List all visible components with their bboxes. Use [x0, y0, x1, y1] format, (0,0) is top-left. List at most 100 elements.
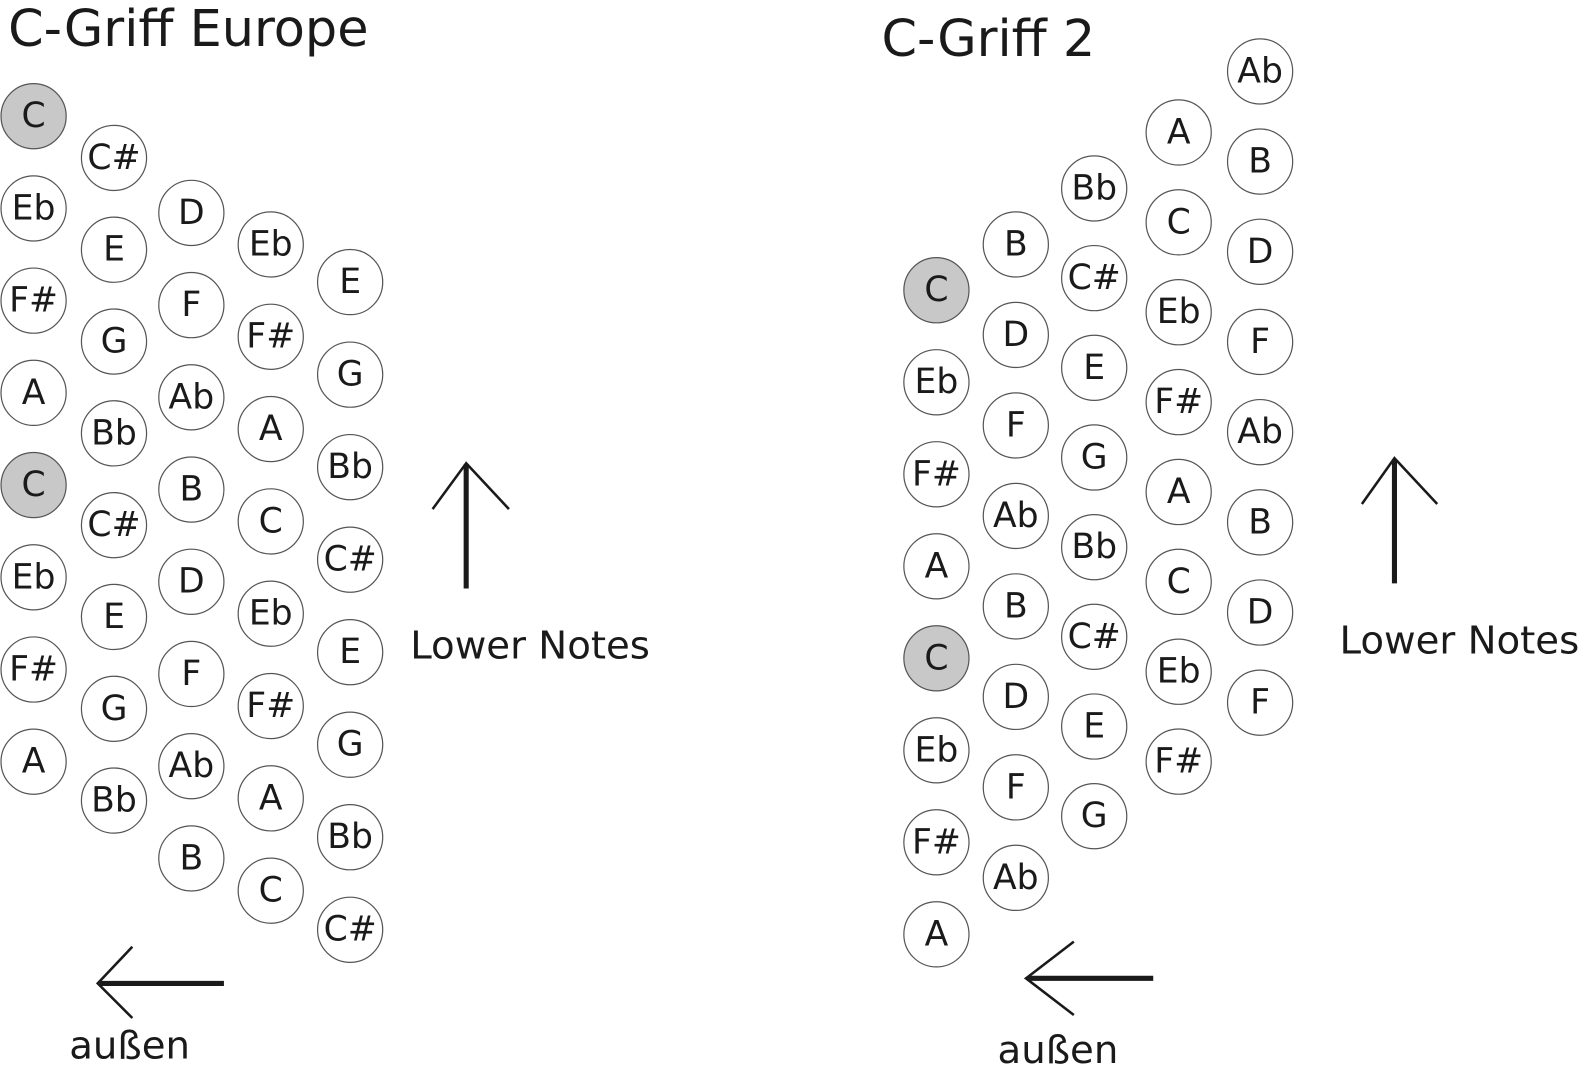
- note-circle: [982, 573, 1050, 640]
- note-button: E: [316, 619, 384, 686]
- note-label: F#: [912, 454, 961, 494]
- note-button: D: [982, 663, 1050, 731]
- note-circle: [80, 400, 148, 467]
- note-circle: [1061, 782, 1128, 850]
- note-label: Ab: [993, 496, 1039, 536]
- note-button: E: [316, 248, 384, 316]
- note-circle: [1145, 99, 1212, 166]
- note-button: Eb: [237, 580, 304, 647]
- note-button: G: [316, 341, 384, 408]
- note-button: D: [158, 179, 225, 247]
- note-circle: [1061, 424, 1128, 491]
- up-arrow-icon: [431, 461, 510, 589]
- note-circle: [158, 825, 225, 892]
- note-label: C#: [1068, 617, 1121, 657]
- note-button: F: [982, 392, 1050, 459]
- left-arrow-icon: [1023, 940, 1154, 1016]
- note-button: C: [0, 83, 67, 150]
- note-circle: [903, 257, 970, 324]
- note-label: C#: [87, 505, 140, 545]
- note-button: G: [80, 308, 148, 375]
- note-button: D: [1226, 579, 1294, 646]
- note-circle: [1061, 155, 1128, 222]
- note-label: D: [1003, 677, 1030, 717]
- note-circle: [1226, 38, 1294, 105]
- note-label: A: [22, 373, 46, 413]
- note-circle: [80, 216, 148, 283]
- note-circle: [80, 308, 148, 375]
- diagram-title: C-Griff 2: [881, 10, 1095, 69]
- note-circle: [1061, 693, 1128, 760]
- note-label: C: [22, 96, 46, 136]
- note-circle: [237, 303, 304, 370]
- lower-notes-label: Lower Notes: [410, 624, 650, 669]
- note-label: E: [339, 632, 361, 672]
- note-label: Eb: [12, 557, 56, 597]
- note-circle: [1226, 398, 1294, 466]
- note-button: A: [0, 359, 67, 427]
- note-button: F#: [237, 303, 304, 370]
- diagram-c-griff-europe: C-Griff Europe CEbF#ACEbF#AC#EGBbC#EGBbD…: [0, 0, 650, 1066]
- note-button: F#: [1145, 368, 1212, 436]
- note-circle: [237, 211, 304, 278]
- note-button: E: [80, 583, 148, 651]
- note-label: Ab: [1237, 412, 1283, 452]
- note-circle: [1226, 308, 1294, 376]
- note-button: F: [1226, 669, 1294, 736]
- note-button: D: [1226, 218, 1294, 285]
- note-button: E: [1061, 334, 1128, 401]
- note-button: Ab: [1226, 38, 1294, 105]
- note-circle: [1145, 368, 1212, 436]
- note-label: F#: [1154, 742, 1203, 782]
- note-button: C#: [1061, 244, 1128, 312]
- note-circle: [1061, 334, 1128, 401]
- note-label: Eb: [249, 594, 293, 634]
- note-button: Ab: [982, 844, 1050, 912]
- note-label: F: [1250, 683, 1270, 723]
- note-circle: [158, 364, 225, 431]
- note-button: Ab: [158, 364, 225, 431]
- note-label: A: [925, 546, 949, 586]
- note-label: A: [259, 778, 283, 818]
- note-label: A: [925, 914, 949, 954]
- lower-notes-label: Lower Notes: [1340, 619, 1580, 664]
- note-circle: [903, 901, 970, 968]
- note-button: Eb: [903, 717, 970, 784]
- note-circle: [316, 433, 384, 501]
- note-circle: [316, 896, 384, 963]
- note-label: F: [1006, 767, 1026, 807]
- note-label: Bb: [91, 781, 137, 821]
- note-button: A: [237, 395, 304, 463]
- note-circle: [158, 640, 225, 708]
- note-label: G: [337, 725, 364, 765]
- note-circle: [316, 619, 384, 686]
- note-button: A: [903, 533, 970, 600]
- note-button: A: [903, 901, 970, 968]
- note-label: E: [103, 597, 125, 637]
- note-button: F#: [237, 672, 304, 740]
- note-label: Bb: [327, 447, 373, 487]
- note-button: Bb: [80, 767, 148, 834]
- note-label: F#: [9, 649, 58, 689]
- note-button: F#: [0, 267, 67, 334]
- note-button: F#: [0, 636, 67, 703]
- note-circle: [0, 83, 67, 150]
- note-circle: [1061, 244, 1128, 312]
- note-button: C: [1145, 548, 1212, 616]
- note-label: B: [179, 470, 203, 510]
- note-button: B: [982, 211, 1050, 278]
- note-label: Ab: [993, 858, 1039, 898]
- note-circle: [1145, 728, 1212, 795]
- up-arrow-icon: [1360, 456, 1439, 584]
- note-button: B: [1226, 489, 1294, 556]
- note-label: Eb: [1157, 292, 1201, 332]
- note-button: B: [158, 456, 225, 523]
- note-button: Bb: [316, 804, 384, 871]
- note-label: C#: [1068, 258, 1121, 298]
- note-button: F#: [903, 441, 970, 508]
- note-button: B: [1226, 128, 1294, 195]
- note-label: Bb: [1071, 168, 1117, 208]
- note-button: E: [1061, 693, 1128, 760]
- note-circle: [1226, 669, 1294, 736]
